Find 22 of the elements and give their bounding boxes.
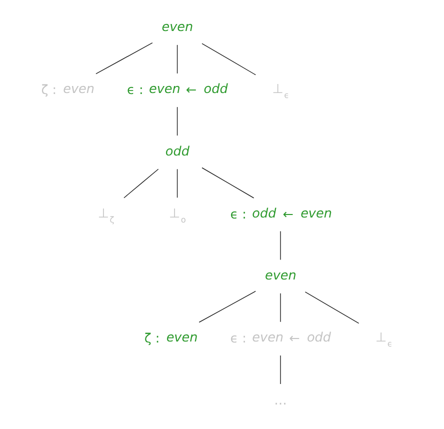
connector <box>198 290 256 323</box>
node-text: ζ : even <box>40 82 94 98</box>
node-text: ⊥$_{ϵ}$ <box>374 330 392 349</box>
node-text: ⊥$_{o}$ <box>168 206 186 224</box>
connector <box>176 168 178 198</box>
connector <box>201 43 256 76</box>
node-text: ⊥$_{ζ}$ <box>97 206 114 224</box>
node-text: … <box>274 394 286 409</box>
connector <box>123 168 158 198</box>
connector <box>304 292 359 324</box>
node-text: ϵ : even ← odd <box>230 330 331 347</box>
node-text: ϵ : odd ← even <box>230 206 332 222</box>
node-text: ϵ : even ← odd <box>126 82 228 98</box>
node-text: even <box>264 268 296 284</box>
node-text: ⊥$_{ϵ}$ <box>272 82 289 100</box>
connector <box>176 44 178 74</box>
node-text: odd <box>164 144 189 160</box>
node-text: even <box>161 20 193 36</box>
connector <box>95 42 152 74</box>
connector <box>201 167 254 198</box>
connector <box>176 106 178 136</box>
node-text: ζ : even <box>144 330 198 347</box>
